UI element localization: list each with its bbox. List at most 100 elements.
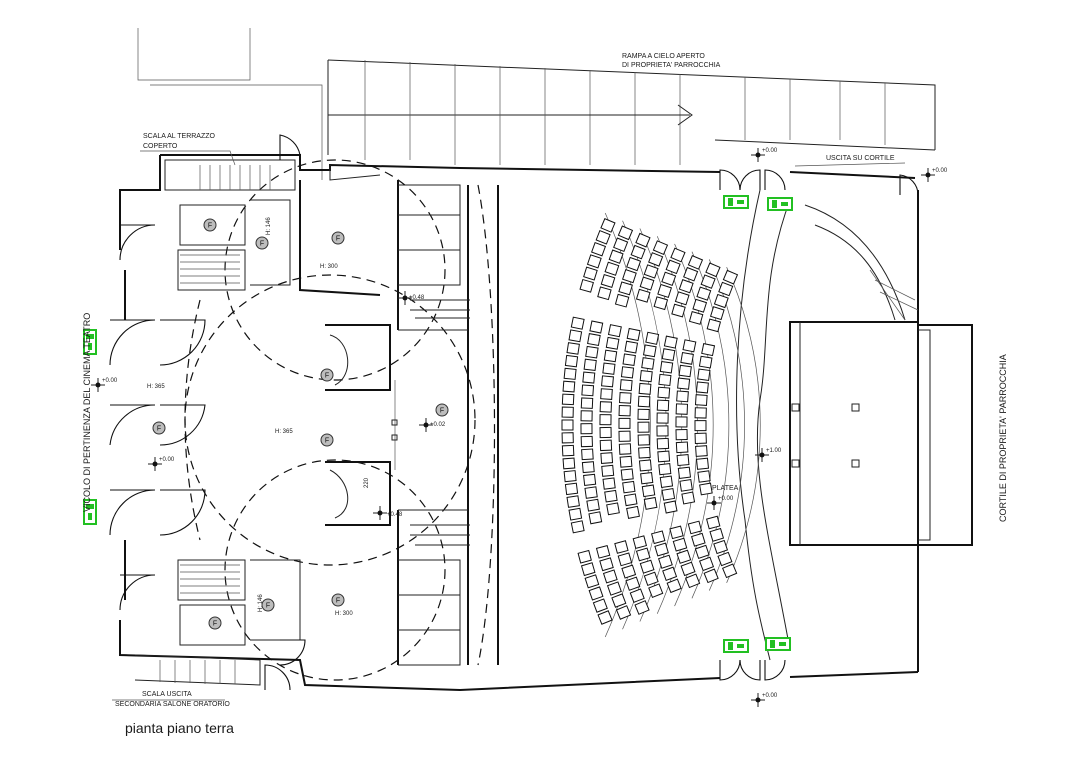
seat (639, 370, 653, 383)
seat (580, 410, 593, 422)
seat (696, 286, 712, 301)
seat (588, 586, 604, 601)
seat (602, 569, 618, 584)
seat (698, 355, 713, 369)
seat (614, 540, 629, 554)
seat (564, 482, 579, 496)
seat (595, 544, 611, 559)
svg-text:F: F (213, 621, 217, 628)
seat (658, 373, 672, 387)
seat (663, 335, 678, 349)
seat (589, 320, 604, 334)
seat (580, 562, 596, 577)
seat-row-arc (622, 220, 667, 630)
exit-stair-label-line1: SCALA USCITA (142, 691, 192, 698)
seat (632, 535, 648, 549)
height-foyer: H: 365 (275, 429, 293, 435)
level-marker-icon: +0.02 (419, 418, 446, 432)
seat (643, 496, 658, 510)
ramp-width-dimension: 220 (364, 477, 370, 488)
doors (109, 134, 919, 691)
seat (584, 486, 598, 499)
seat (611, 593, 627, 608)
seat (561, 444, 575, 457)
toilet-blocks (398, 184, 461, 666)
seat (580, 435, 593, 448)
seat (661, 348, 676, 362)
seat (639, 276, 655, 291)
level-marker-icon: +0.48 (398, 291, 425, 305)
seat (637, 408, 650, 421)
seat (599, 439, 613, 452)
seat (652, 240, 669, 256)
building-walls (119, 154, 973, 692)
seat (602, 477, 616, 490)
seat (623, 493, 638, 507)
seat (669, 525, 684, 540)
seat (561, 419, 574, 431)
seat (643, 571, 659, 586)
seat (638, 446, 651, 459)
seat (635, 547, 651, 562)
right-courtyard-label: CORTILE DI PROPRIETA' PARROCCHIA (998, 354, 1008, 522)
seat (592, 598, 608, 613)
fire-extinguisher-icon: F (208, 616, 222, 630)
seat (617, 225, 634, 241)
seat (638, 382, 652, 395)
seat (651, 530, 666, 545)
seat (666, 578, 682, 594)
plan-title: pianta piano terra (125, 720, 234, 736)
fire-extinguisher-icon: F (320, 368, 334, 382)
seat (597, 610, 613, 625)
seat (690, 532, 706, 547)
seat (582, 371, 596, 384)
exit-sign-icon (723, 195, 749, 209)
level-marker-icon: +0.00 (751, 693, 778, 707)
seat (620, 366, 635, 379)
ceiling-layout (184, 159, 496, 681)
height-upper-room: H: 300 (320, 264, 338, 270)
seat (603, 349, 618, 363)
seat (700, 274, 716, 289)
seat (600, 273, 616, 288)
seat (679, 479, 693, 492)
fire-extinguisher-icon: F (203, 218, 217, 232)
seat (706, 515, 721, 530)
terrace-stair-label-line1: SCALA AL TERRAZZO (143, 133, 216, 140)
seat (615, 605, 632, 620)
seat (577, 549, 592, 564)
fire-extinguisher-icon: F (331, 231, 345, 245)
seat (600, 452, 614, 464)
svg-text:+1.00: +1.00 (766, 448, 782, 454)
svg-text:+0.02: +0.02 (430, 422, 446, 428)
svg-text:F: F (336, 598, 340, 605)
seat (658, 554, 673, 569)
level-marker-icon: +0.00 (148, 457, 175, 471)
seat (564, 354, 579, 368)
seat (586, 498, 600, 512)
seat (648, 583, 664, 598)
fire-extinguisher-icon: F (255, 236, 269, 250)
seat (568, 507, 583, 521)
seat (706, 318, 722, 333)
seat (697, 368, 711, 381)
auditorium-seating (561, 212, 761, 638)
seat (694, 407, 707, 419)
seat (676, 549, 692, 564)
seat (709, 306, 725, 321)
seat (618, 417, 631, 429)
level-marker-icon: +0.48 (373, 506, 403, 520)
seat (604, 489, 618, 503)
seat (658, 463, 672, 476)
level-marker-icon: +0.00 (751, 148, 778, 162)
seat (678, 279, 694, 294)
seat (622, 353, 636, 367)
seat (635, 288, 651, 303)
svg-text:F: F (266, 603, 270, 610)
seat (606, 581, 622, 596)
seat (717, 551, 733, 567)
height-left-bay: H: 365 (147, 384, 165, 390)
seat (563, 470, 577, 483)
svg-text:F: F (325, 438, 329, 445)
seat (600, 388, 613, 400)
